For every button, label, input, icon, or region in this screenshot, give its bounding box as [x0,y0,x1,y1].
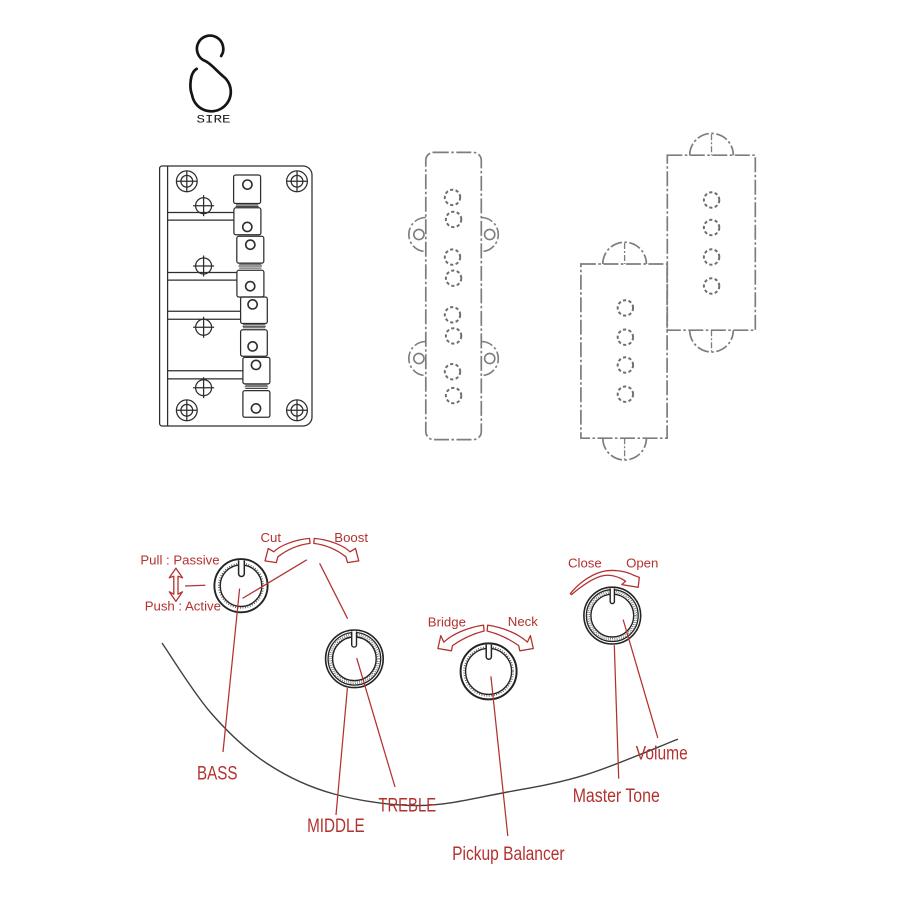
svg-text:Volume: Volume [636,744,688,765]
svg-text:Boost: Boost [334,530,368,545]
svg-text:Open: Open [626,556,658,571]
svg-text:Master Tone: Master Tone [573,786,660,807]
svg-text:MIDDLE: MIDDLE [307,816,365,837]
svg-text:Close: Close [568,556,602,571]
svg-text:Push : Active: Push : Active [145,598,221,613]
svg-text:SIRE: SIRE [197,114,232,126]
svg-text:TREBLE: TREBLE [378,796,436,817]
svg-text:Bridge: Bridge [428,615,466,630]
svg-text:Cut: Cut [261,530,282,545]
svg-text:Pickup Balancer: Pickup Balancer [452,844,565,865]
svg-text:Pull : Passive: Pull : Passive [140,553,219,568]
svg-text:Neck: Neck [508,614,538,629]
svg-text:BASS: BASS [197,764,238,785]
